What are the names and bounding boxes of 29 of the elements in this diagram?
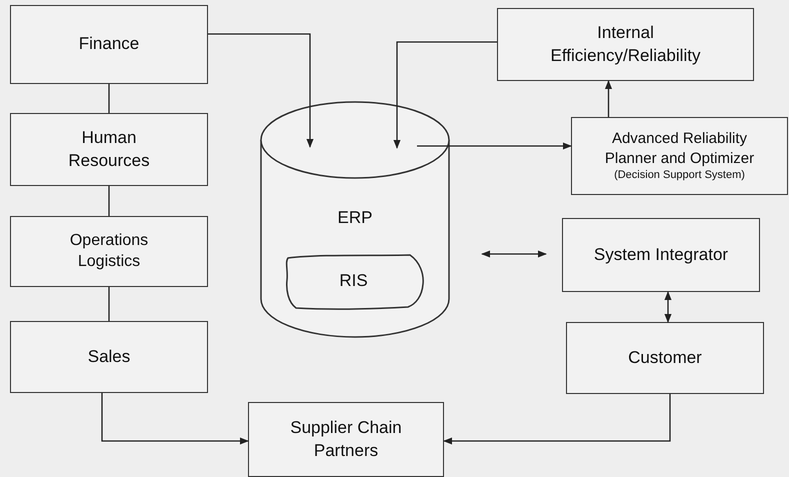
process-box — [497, 8, 754, 81]
node-label: ERP — [338, 207, 372, 229]
process-box — [248, 402, 444, 477]
node-label: Sales — [88, 346, 130, 368]
node-label: Supplier Chain Partners — [289, 417, 403, 462]
connector-arrow — [101, 393, 249, 445]
node-label: Finance — [78, 33, 140, 56]
node-label: Internal Efficiency/Reliability — [550, 22, 702, 66]
process-box — [10, 5, 208, 84]
node-subtitle: (Decision Support System) — [614, 168, 745, 183]
node-label: Human Resources — [67, 127, 151, 172]
node-label: System Integrator — [594, 244, 728, 266]
process-box — [10, 113, 208, 186]
node-label: Operations Logistics — [68, 230, 150, 272]
connector-arrow — [417, 142, 572, 150]
connector-arrow — [604, 80, 612, 117]
process-box — [566, 322, 764, 394]
node-label: Advanced Reliability Planner and Optimizer — [604, 129, 756, 168]
connector-arrow — [443, 394, 671, 445]
connector-arrow — [664, 291, 672, 323]
node-label: RIS — [339, 270, 368, 292]
connector-arrow — [393, 41, 497, 149]
process-box — [10, 216, 208, 287]
node-label: Customer — [628, 346, 702, 369]
process-box — [562, 218, 760, 292]
process-box — [10, 321, 208, 393]
connector-arrow — [481, 250, 547, 258]
process-box — [571, 117, 788, 195]
connector-arrow — [208, 33, 314, 148]
